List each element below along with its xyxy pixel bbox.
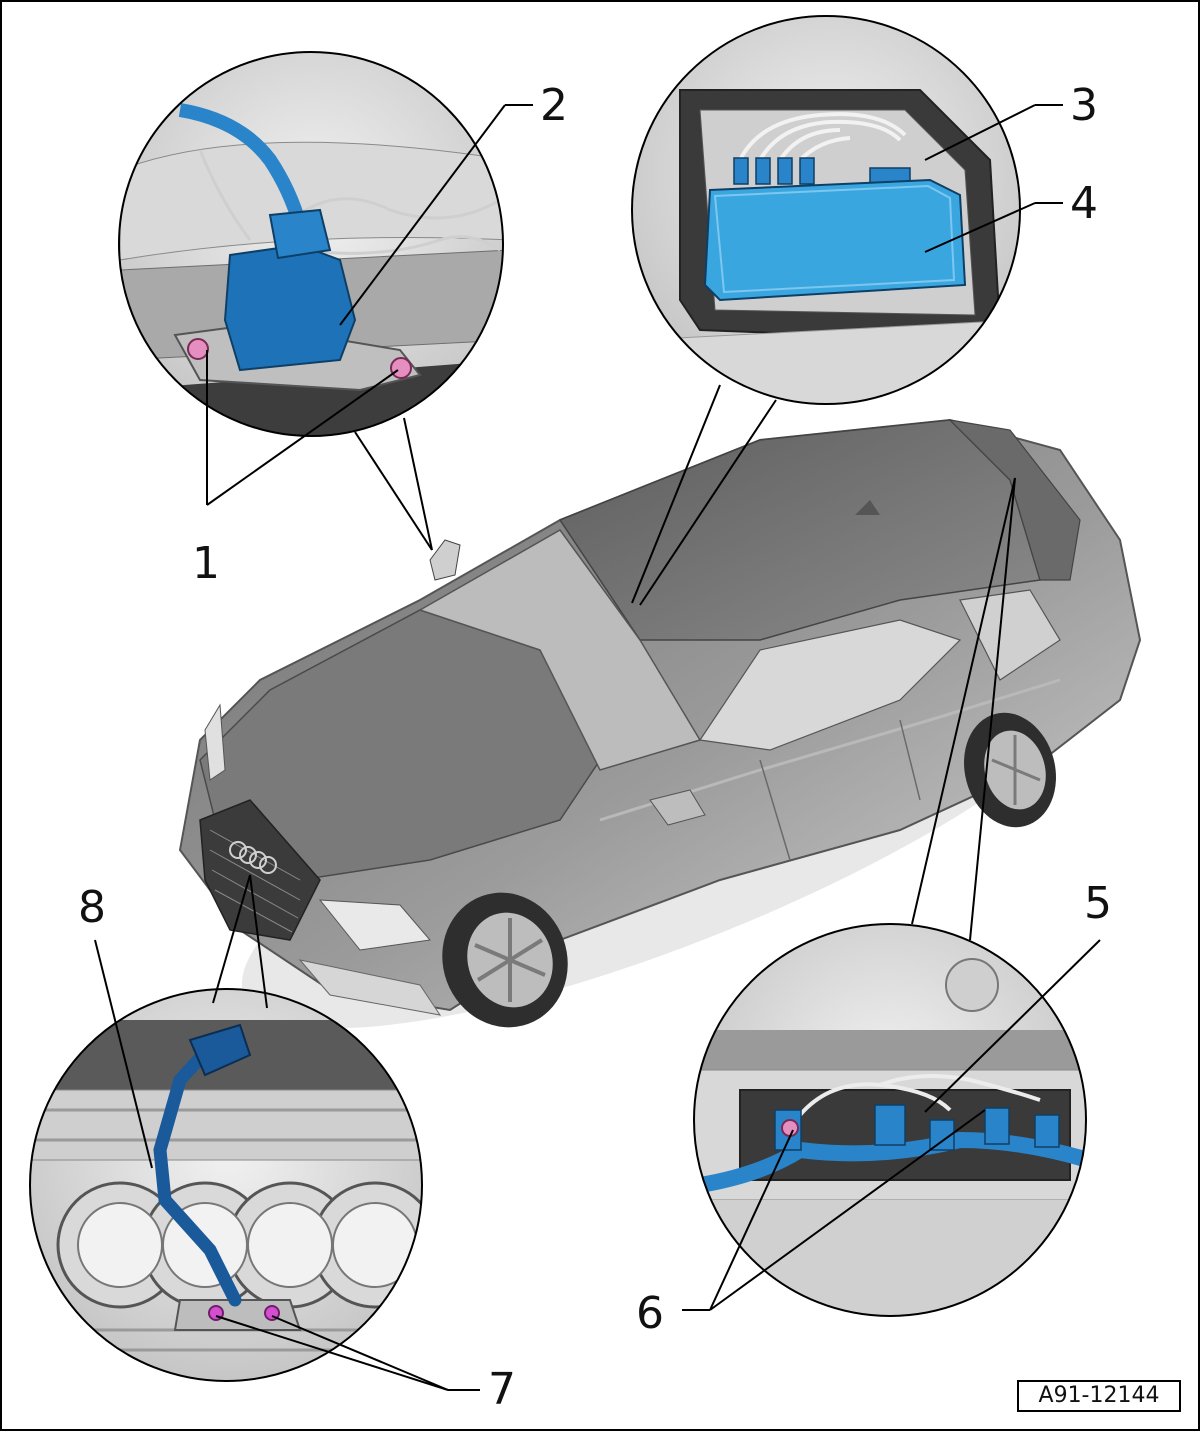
detail-view-sensor <box>118 51 504 437</box>
figure-id-label: A91-12144 <box>1017 1380 1181 1412</box>
callout-7: 7 <box>488 1364 516 1415</box>
leader-lines <box>94 104 1101 1391</box>
callout-1: 1 <box>192 538 220 589</box>
callout-6: 6 <box>636 1288 664 1339</box>
detail-view-rear-antenna <box>693 923 1087 1317</box>
callout-2: 2 <box>540 80 568 131</box>
detail-view-control-unit <box>631 15 1021 405</box>
callout-3: 3 <box>1070 80 1098 131</box>
callout-8: 8 <box>78 882 106 933</box>
callout-4: 4 <box>1070 178 1098 229</box>
callout-5: 5 <box>1084 878 1112 929</box>
detail-view-front-sensor <box>29 988 423 1382</box>
car-illustration <box>178 418 1142 1029</box>
